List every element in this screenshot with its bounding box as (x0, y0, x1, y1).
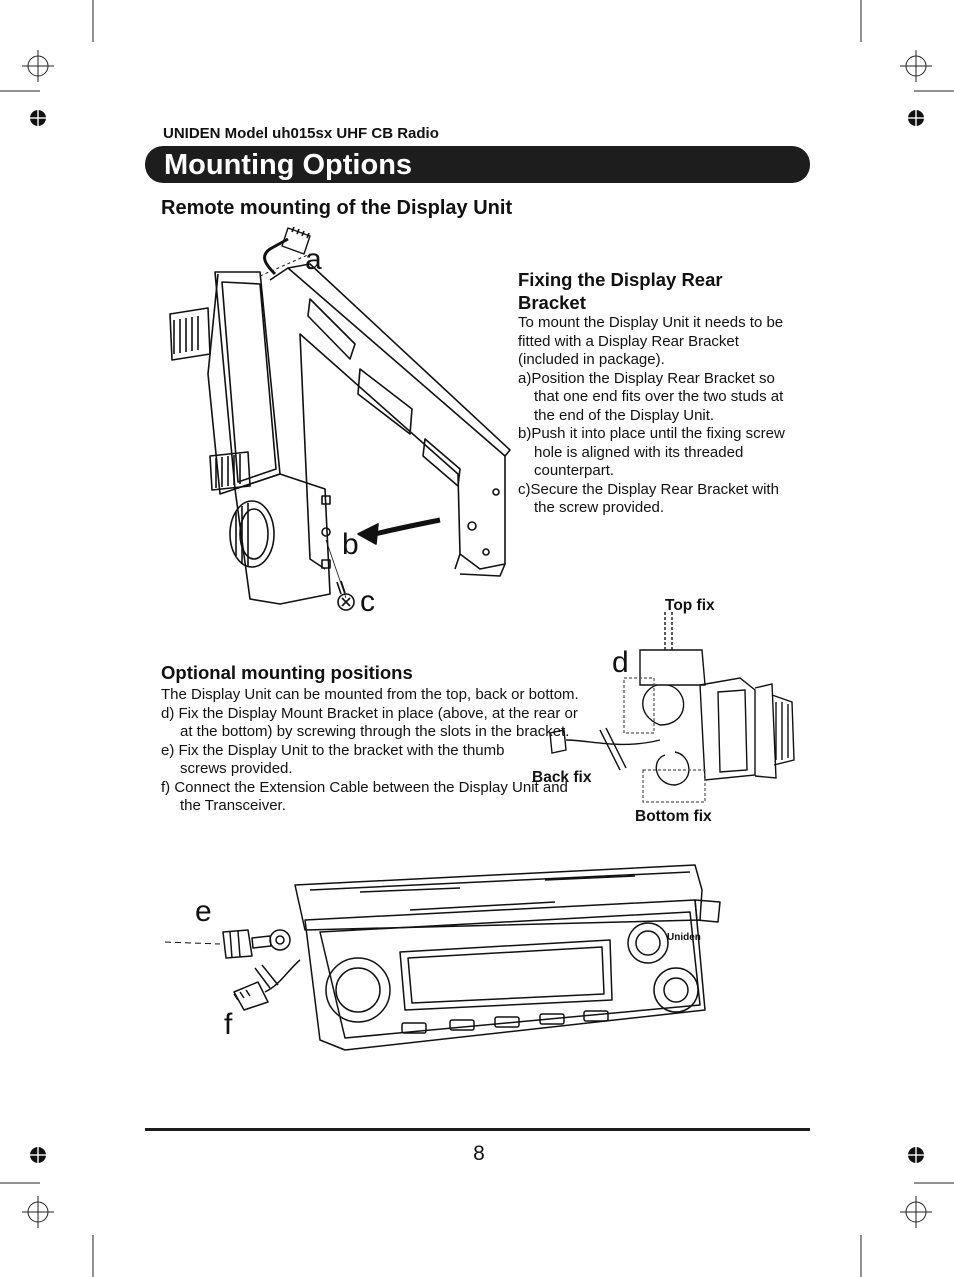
optional-intro: The Display Unit can be mounted from the… (161, 686, 579, 703)
fixing-intro: To mount the Display Unit it needs to be… (518, 314, 784, 368)
optional-step-d: d) Fix the Display Mount Bracket in plac… (161, 704, 578, 741)
back-fix-label: Back fix (532, 769, 592, 786)
fixing-step-c: c)Secure the Display Rear Bracket with t… (518, 480, 779, 517)
footer-rule (145, 1128, 810, 1131)
fixing-step-a: a)Position the Display Rear Bracket so t… (518, 369, 784, 424)
display-bracket-illustration (169, 226, 511, 611)
figure-letter-f: f (224, 1008, 233, 1041)
bottom-fix-label: Bottom fix (635, 808, 712, 825)
figure-letter-c: c (360, 585, 375, 618)
page-number: 8 (473, 1142, 485, 1165)
figure-letter-d: d (612, 646, 629, 679)
radio-bracket-illustration: Uniden (164, 864, 721, 1051)
optional-mounting-heading: Optional mounting positions (161, 662, 413, 683)
fixing-bracket-heading: Fixing the Display Rear Bracket (518, 269, 723, 313)
optional-mounting-instructions: The Display Unit can be mounted from the… (161, 686, 621, 816)
title-bar: Mounting Options (145, 146, 810, 183)
fixing-bracket-instructions: To mount the Display Unit it needs to be… (518, 314, 790, 518)
remote-mounting-heading: Remote mounting of the Display Unit (161, 197, 513, 219)
model-header: UNIDEN Model uh015sx UHF CB Radio (163, 125, 439, 142)
figure-letter-b: b (342, 528, 359, 561)
fixing-step-b: b)Push it into place until the fixing sc… (518, 425, 785, 479)
optional-step-e: e) Fix the Display Unit to the bracket w… (161, 741, 505, 778)
optional-step-f: f) Connect the Extension Cable between t… (161, 778, 568, 815)
figure-letter-a: a (305, 243, 322, 276)
radio-brand-logo: Uniden (667, 932, 701, 943)
top-fix-label: Top fix (665, 597, 715, 614)
figure-letter-e: e (195, 895, 212, 928)
mount-positions-illustration (549, 612, 795, 803)
page-title: Mounting Options (164, 149, 413, 181)
